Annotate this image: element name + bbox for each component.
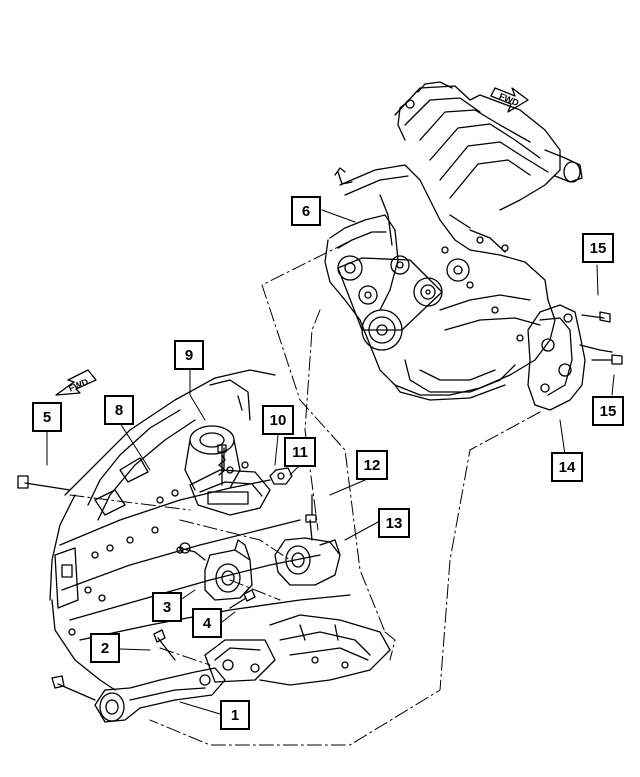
bolt-15-upper — [581, 311, 611, 323]
bolt-15-lower — [591, 354, 623, 365]
nut-11 — [269, 467, 293, 485]
bolt-1 — [51, 675, 96, 701]
callout-11: 11 — [284, 437, 316, 467]
insulator-3 — [179, 539, 253, 601]
callout-8: 8 — [104, 395, 134, 425]
callout-15-lower: 15 — [592, 396, 624, 426]
callout-5: 5 — [32, 402, 62, 432]
frame-rail — [49, 369, 391, 691]
engine-mount-12-13 — [274, 494, 341, 586]
callout-2: 2 — [90, 633, 120, 663]
callout-13: 13 — [378, 508, 410, 538]
callout-14: 14 — [551, 452, 583, 482]
callout-6: 6 — [291, 196, 321, 226]
callout-4: 4 — [192, 608, 222, 638]
callout-12: 12 — [356, 450, 388, 480]
bolt-2 — [153, 629, 176, 661]
callout-1: 1 — [220, 700, 250, 730]
fwd-arrow-left — [55, 369, 97, 396]
callout-10: 10 — [262, 405, 294, 435]
leader-lines — [46, 209, 615, 715]
mount-bracket-8-10 — [189, 444, 271, 516]
callout-15-upper: 15 — [582, 233, 614, 263]
torque-strut-1 — [94, 667, 226, 723]
engine-assembly — [324, 81, 583, 401]
callout-3: 3 — [152, 592, 182, 622]
bolt-4 — [229, 589, 256, 609]
assembly-dashed-lines — [69, 241, 541, 746]
bolt-5 — [17, 475, 71, 491]
rear-mount-bracket — [527, 304, 613, 411]
callout-9: 9 — [174, 340, 204, 370]
fwd-arrow-top — [490, 87, 529, 113]
